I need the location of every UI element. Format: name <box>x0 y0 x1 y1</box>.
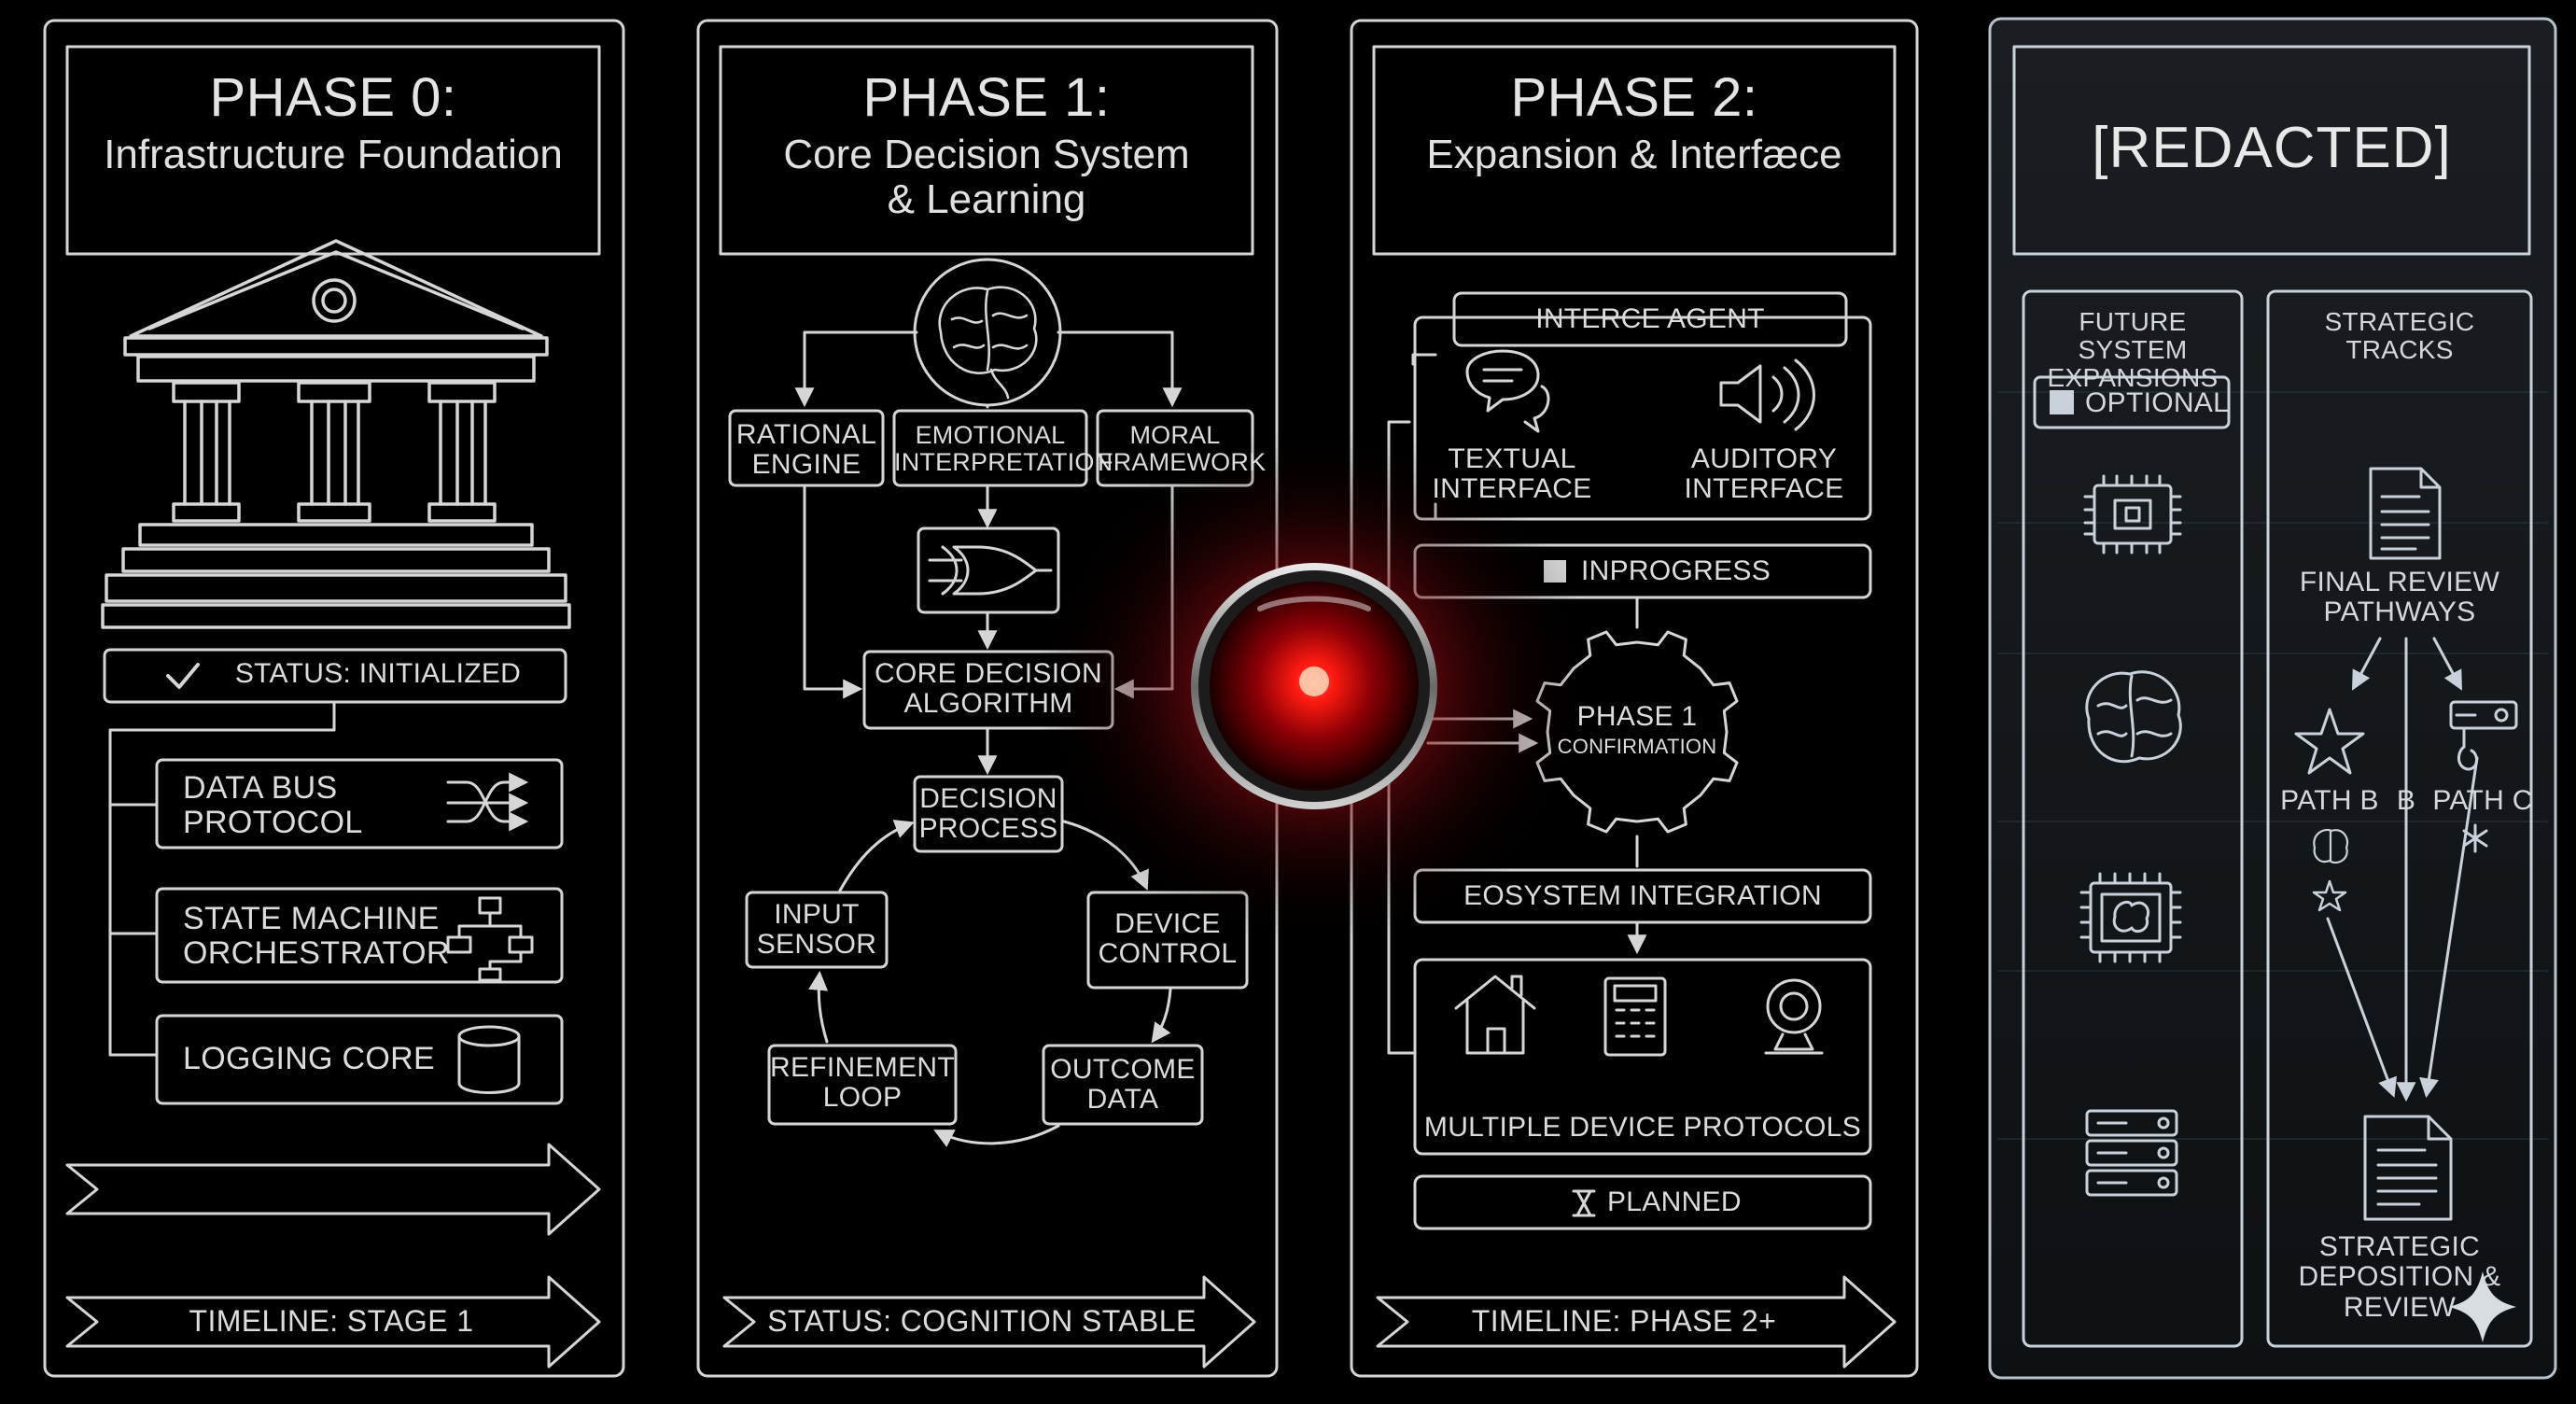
microchip-icon <box>2083 474 2182 555</box>
module-logging-core-label: LOGGING CORE <box>183 1041 435 1076</box>
star-icon <box>2294 708 2365 775</box>
path-c-label: PATH C <box>2432 785 2533 816</box>
phase0-column <box>43 19 625 1378</box>
auditory-interface-label: AUDITORY INTERFACE <box>1684 443 1844 505</box>
cycle-device-label: DEVICE CONTROL <box>1098 908 1238 970</box>
strategic-tracks-label: STRATEGIC TRACKS <box>2324 307 2475 365</box>
cycle-outcome-data <box>1042 1044 1204 1126</box>
branch-emotional-label: EMOTIONAL INTERPRETATION <box>894 421 1113 477</box>
phase0-timeline-label: TIMELINE: STAGE 1 <box>189 1304 474 1338</box>
branch-emotional-interpretation <box>892 409 1088 487</box>
data-flow-arrows-icon <box>446 772 529 832</box>
cycle-decision-process <box>913 775 1064 853</box>
server-rack-icon <box>2085 1109 2178 1197</box>
branch-moral-label: MORAL FRAMEWORK <box>1098 421 1267 477</box>
cycle-decision-label: DECISION PROCESS <box>918 783 1058 845</box>
cycle-refinement-loop <box>767 1044 958 1126</box>
speaker-icon <box>1719 358 1815 431</box>
phase0-arrow-banner <box>65 1143 601 1236</box>
ai-chip-icon <box>2079 872 2182 963</box>
webcam-icon <box>1764 978 1824 1055</box>
optional-badge <box>2033 375 2231 429</box>
projector-icon <box>2449 700 2518 853</box>
final-review-label: FINAL REVIEW PATHWAYS <box>2299 567 2500 628</box>
module-logging-core <box>155 1014 564 1105</box>
calculator-icon <box>1603 976 1667 1057</box>
phase2-column <box>1350 19 1919 1378</box>
gear-label: PHASE 1 <box>1576 701 1698 732</box>
planned-label: PLANNED <box>1607 1186 1742 1217</box>
deposition-label: STRATEGIC DEPOSITION & REVIEW <box>2298 1231 2501 1323</box>
branch-rational-label: RATIONAL ENGINE <box>735 419 877 481</box>
b-label: B <box>2396 785 2416 816</box>
phase1-status-banner <box>722 1275 1256 1369</box>
phase0-status-label: STATUS: INITIALIZED <box>234 658 522 689</box>
path-b-label: PATH B <box>2280 785 2379 816</box>
core-decision-label: CORE DECISION ALGORITHM <box>875 658 1102 720</box>
red-eye <box>1034 425 1594 948</box>
interface-agent-box <box>1452 291 1848 347</box>
brain-icon <box>938 286 1038 400</box>
logic-gate-icon <box>928 545 1053 596</box>
in-progress-label: INPROGRESS <box>1581 555 1771 586</box>
phase1-subtitle: Core Decision System & Learning <box>783 132 1190 222</box>
house-icon <box>1454 975 1536 1055</box>
phase1-title-box <box>719 45 1254 256</box>
redacted-title: [REDACTED] <box>2092 116 2452 180</box>
chat-bubbles-icon <box>1465 349 1550 433</box>
module-data-bus-label: DATA BUS PROTOCOL <box>183 770 363 840</box>
phase1-status-label: STATUS: COGNITION STABLE <box>767 1304 1197 1338</box>
brain-icon <box>2085 670 2182 764</box>
interface-agent-label: INTERCE AGENT <box>1535 303 1765 334</box>
phase1-title: PHASE 1: <box>862 67 1111 128</box>
cycle-input-label: INPUT SENSOR <box>756 899 877 961</box>
module-state-machine <box>155 887 564 984</box>
branch-rational-engine <box>728 409 885 487</box>
phase0-timeline-banner <box>65 1275 601 1369</box>
brain-icon-small <box>2313 828 2349 864</box>
sparkle-icon <box>2449 1271 2516 1342</box>
ecosystem-integration-label: EOSYSTEM INTEGRATION <box>1463 880 1822 911</box>
device-protocols-label: MULTIPLE DEVICE PROTOCOLS <box>1423 1112 1862 1143</box>
gear-sublabel: CONFIRMATION <box>1557 735 1717 758</box>
cycle-input-sensor <box>745 891 889 969</box>
redacted-title-box <box>2012 45 2531 256</box>
module-state-machine-label: STATE MACHINE ORCHESTRATOR <box>183 901 450 971</box>
strategic-tracks-column <box>2266 289 2533 1348</box>
future-expansions-column <box>2022 289 2244 1348</box>
module-data-bus <box>155 758 564 849</box>
check-icon <box>166 663 200 689</box>
hourglass-icon <box>1572 1189 1596 1217</box>
cycle-refinement-label: REFINEMENT LOOP <box>770 1052 955 1114</box>
database-cylinder-icon <box>457 1025 521 1094</box>
pillared-building-icon <box>101 239 571 629</box>
phase2-timeline-label: TIMELINE: PHASE 2+ <box>1471 1304 1777 1338</box>
textual-interface-label: TEXTUAL INTERFACE <box>1432 443 1592 505</box>
future-expansions-label: FUTURE SYSTEM EXPANSIONS <box>2047 307 2219 393</box>
redacted-column <box>1988 17 2557 1380</box>
deposition-document-icon <box>2363 1115 2453 1221</box>
phase0-title: PHASE 0: <box>209 67 457 128</box>
optional-label: OPTIONAL <box>2085 387 2230 418</box>
phase2-subtitle: Expansion & Interfæce <box>1426 132 1842 177</box>
star-icon-small <box>2312 879 2347 912</box>
phase2-timeline-banner <box>1376 1275 1897 1369</box>
planned-box <box>1413 1174 1872 1230</box>
device-protocols-box <box>1413 958 1872 1156</box>
phase2-title-box <box>1372 45 1897 256</box>
flowchart-icon <box>446 896 534 982</box>
document-icon <box>2369 467 2442 560</box>
phase2-title: PHASE 2: <box>1510 67 1758 128</box>
optional-square-icon <box>2050 390 2074 414</box>
interface-group <box>1413 316 1872 521</box>
phase0-subtitle: Infrastructure Foundation <box>104 132 563 177</box>
cycle-outcome-label: OUTCOME DATA <box>1050 1054 1196 1116</box>
